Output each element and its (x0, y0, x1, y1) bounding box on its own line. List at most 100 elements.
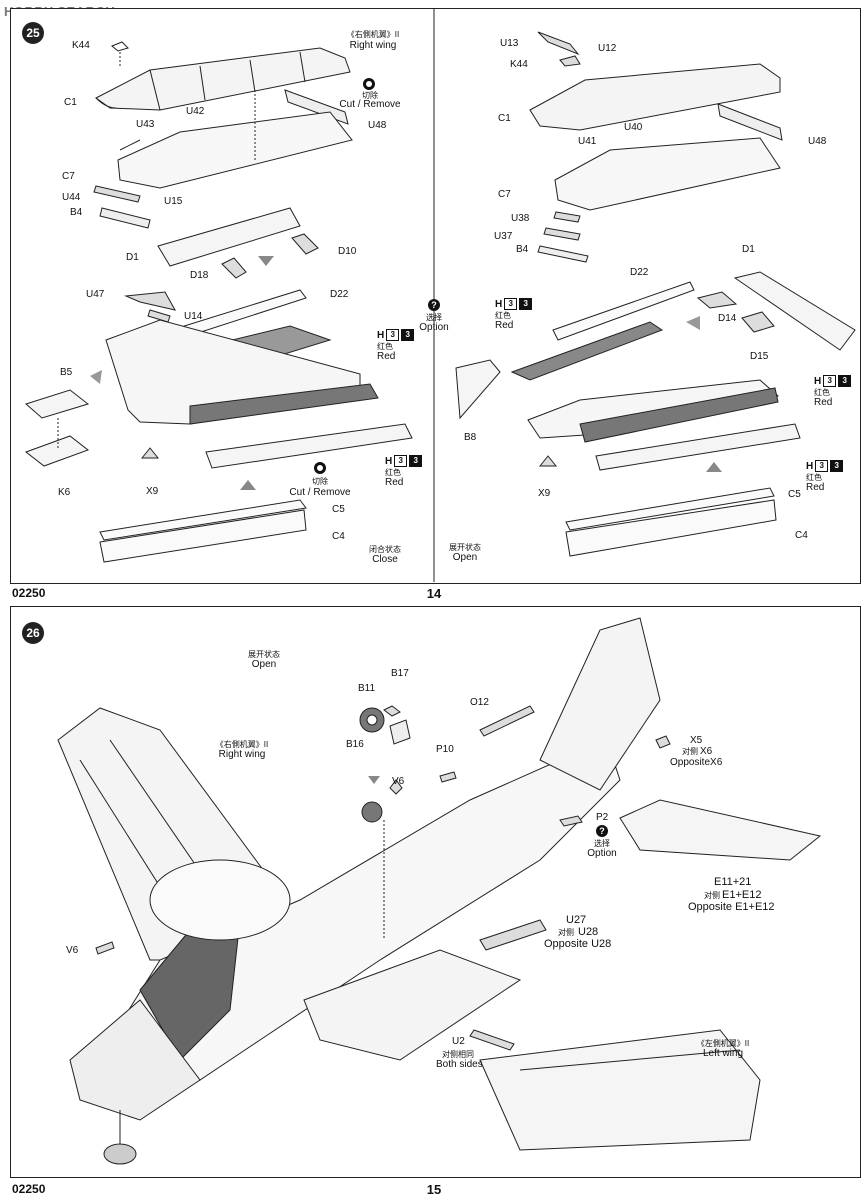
part-V6-left: V6 (66, 945, 79, 956)
red-en-left: Red (377, 351, 396, 362)
part-K6: K6 (58, 487, 71, 498)
d1-open-flap (733, 271, 856, 351)
step-25-badge: 25 (22, 22, 44, 44)
red-en-right: Red (495, 320, 514, 331)
part-D14: D14 (718, 313, 737, 324)
part-B4-right: B4 (516, 244, 529, 255)
option-icon: ? (428, 299, 440, 311)
cut2-en: Cut / Remove (289, 487, 351, 498)
cut2-cn: 切除 (312, 477, 328, 486)
right-wing-cn: 《右側机翼》II (346, 30, 400, 39)
part-U41: U41 (578, 136, 597, 147)
option-en: Option (419, 322, 449, 333)
product-code-15: 02250 (12, 1182, 46, 1196)
part-D1: D1 (126, 252, 139, 263)
e11-21-label: E11+21 (714, 876, 752, 888)
e-opp-cn: 对侧 (704, 891, 720, 900)
p15-open-cn: 展开状态 (248, 650, 280, 659)
stabilizer-e11-21 (619, 799, 822, 861)
part-B11: B11 (358, 683, 376, 694)
red2-cn-left: 红色 (385, 468, 401, 477)
left-wing-en: Left wing (702, 1048, 744, 1059)
part-D22-right: D22 (630, 267, 649, 278)
u13-part (537, 31, 580, 56)
close-cn: 闭合状态 (369, 545, 401, 554)
aircraft-left-wing-root (303, 949, 522, 1061)
u47-part (124, 291, 176, 311)
b8-part (455, 359, 501, 420)
cut-en: Cut / Remove (339, 99, 401, 110)
part-V6-top: V6 (392, 776, 405, 787)
open-en: Open (452, 552, 478, 563)
lower-flap-left (205, 423, 413, 469)
part-B8: B8 (464, 432, 477, 443)
part-U15: U15 (164, 196, 183, 207)
k44-part (111, 41, 129, 52)
close-en: Close (372, 554, 398, 565)
part-C7: C7 (62, 171, 75, 182)
part-U14: U14 (184, 311, 203, 322)
part-U37: U37 (494, 231, 513, 242)
red3-cn-right: 红色 (806, 473, 822, 482)
u28-en: Opposite U28 (544, 938, 612, 950)
u44-part (93, 185, 141, 203)
both-sides-en: Both sides (436, 1059, 483, 1070)
part-C4-right: C4 (795, 530, 808, 541)
part-B4: B4 (70, 207, 83, 218)
part-X9-right: X9 (538, 488, 551, 499)
cut-cn: 切除 (362, 91, 378, 100)
part-D10: D10 (338, 246, 357, 257)
part-U48: U48 (368, 120, 387, 131)
part-U13: U13 (500, 38, 519, 49)
p15-option-icon: ? (596, 825, 608, 837)
product-code-14: 02250 (12, 586, 46, 600)
e-opp-label: E1+E12 (722, 889, 762, 901)
red-cn-left: 红色 (377, 342, 393, 351)
k6-plate (24, 435, 90, 467)
p15-option-cn: 选择 (594, 839, 610, 848)
p15-right-wing-en: Right wing (218, 749, 266, 760)
u2-part (469, 1029, 515, 1051)
u27-part (479, 919, 547, 951)
right-wing-en: Right wing (349, 40, 397, 51)
d1-flap (157, 207, 301, 267)
left-wing-separate (479, 1029, 761, 1151)
cut-icon-2 (314, 462, 326, 474)
part-U2: U2 (452, 1036, 465, 1047)
part-K44-right: K44 (510, 59, 528, 70)
part-C7-right: C7 (498, 189, 511, 200)
part-X5: X5 (690, 735, 703, 746)
aircraft-tail-fin (539, 617, 661, 791)
part-X9-left: X9 (146, 486, 159, 497)
part-P2: P2 (596, 812, 609, 823)
part-U43: U43 (136, 119, 155, 130)
part-U40: U40 (624, 122, 643, 133)
part-U44: U44 (62, 192, 81, 203)
c1-open-upper (529, 63, 781, 131)
step-26-badge: 26 (22, 622, 44, 644)
part-B5: B5 (60, 367, 73, 378)
part-D22: D22 (330, 289, 349, 300)
part-D18: D18 (190, 270, 209, 281)
red2-cn-right: 红色 (814, 388, 830, 397)
c7-open-lower (554, 137, 781, 211)
p15-open-en: Open (251, 659, 277, 670)
part-U12: U12 (598, 43, 617, 54)
p15-right-wing-cn: 《右側机翼》II (215, 740, 269, 749)
red2-en-right: Red (814, 397, 833, 408)
c5-bar (99, 499, 307, 541)
c7-lower-wing (117, 111, 353, 189)
part-U38: U38 (511, 213, 530, 224)
x6-opp-cn: 对侧 (682, 747, 698, 756)
red3-en-right: Red (806, 482, 825, 493)
part-K44: K44 (72, 40, 90, 51)
part-O12: O12 (470, 697, 489, 708)
part-C5-left: C5 (332, 504, 345, 515)
part-D1-right: D1 (742, 244, 755, 255)
part-U47: U47 (86, 289, 105, 300)
